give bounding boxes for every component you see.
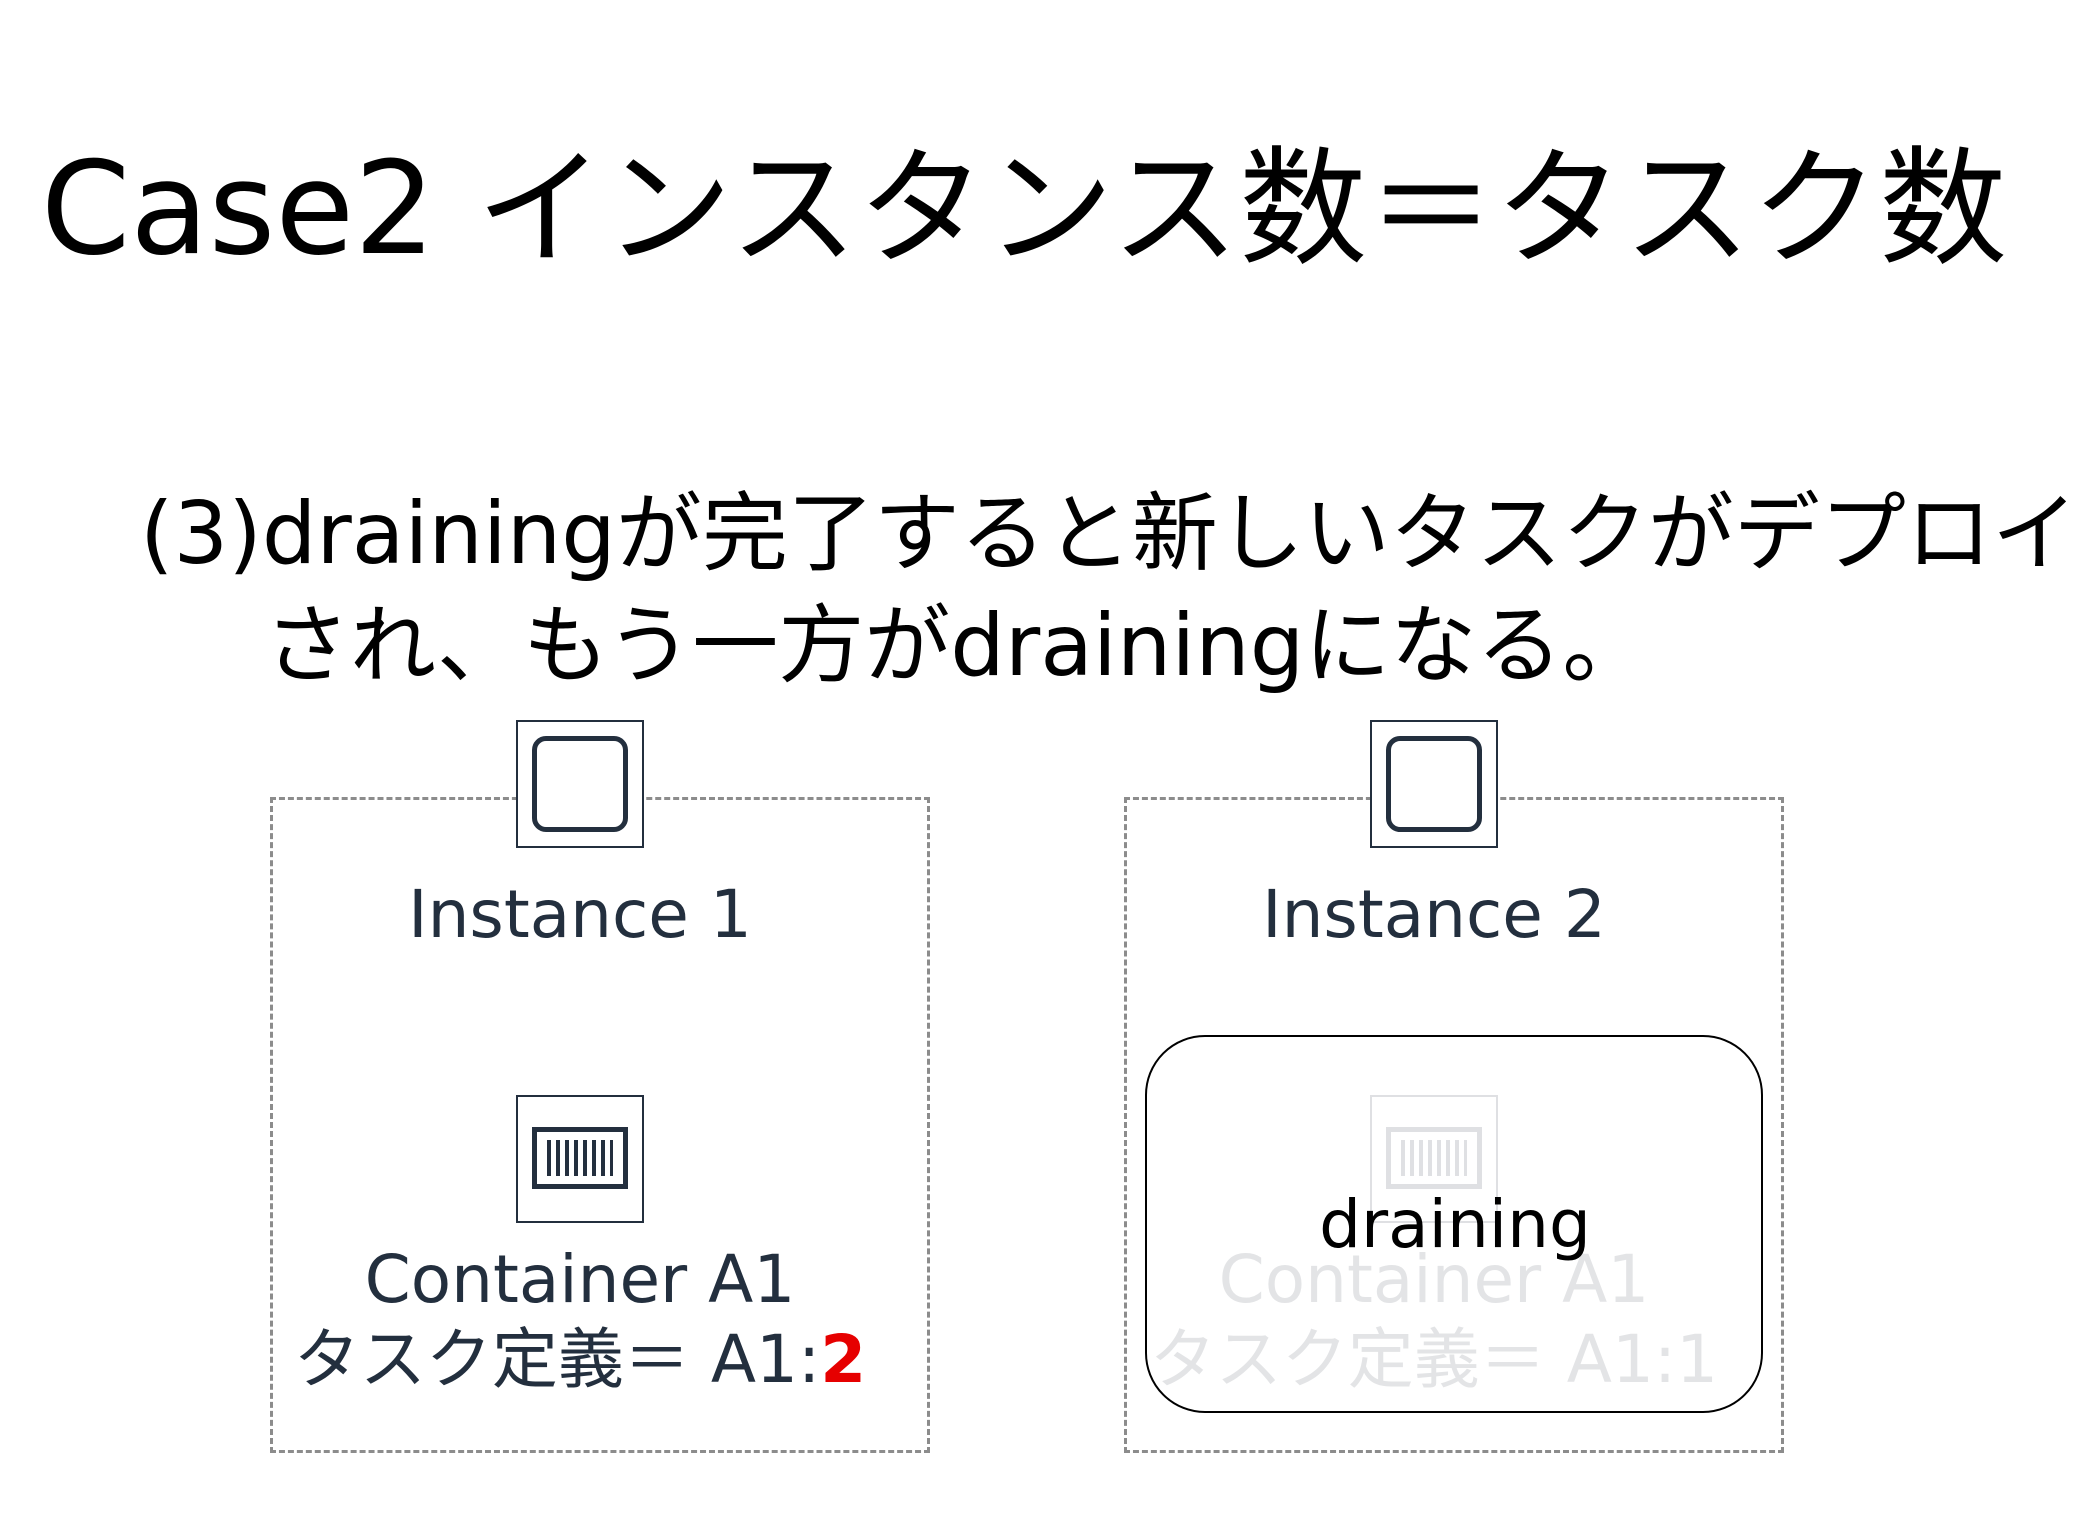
ec2-instance-icon-inner: [1386, 736, 1482, 832]
container-2-task-definition: タスク定義＝ A1:1: [1114, 1320, 1754, 1400]
bullet-line-2: され、もう一方がdrainingになる。: [264, 596, 1649, 696]
draining-overlay: [1145, 1035, 1763, 1413]
container-icon-body: [532, 1127, 628, 1189]
task-definition-revision-new: 2: [820, 1321, 867, 1398]
container-icon: [1370, 1095, 1498, 1223]
slide-title: Case2 インスタンス数＝タスク数: [40, 135, 2008, 284]
ec2-instance-icon-inner: [532, 736, 628, 832]
container-icon-bars: [1401, 1140, 1467, 1176]
container-1-name: Container A1: [364, 1241, 796, 1318]
container-2-name: Container A1: [1218, 1241, 1650, 1318]
container-icon: [516, 1095, 644, 1223]
draining-label: draining: [1319, 1186, 1591, 1263]
ec2-instance-icon: [516, 720, 644, 848]
bullet-text: (3)drainingが完了すると新しいタスクがデプロイ され、もう一方がdra…: [140, 478, 2078, 702]
task-definition-prefix: タスク定義＝ A1:: [1149, 1321, 1677, 1398]
ec2-instance-icon: [1370, 720, 1498, 848]
bullet-line-1: (3)drainingが完了すると新しいタスクがデプロイ: [140, 484, 2078, 584]
container-icon-body: [1386, 1127, 1482, 1189]
container-1-task-definition: タスク定義＝ A1:2: [260, 1320, 900, 1400]
instance-2-label: Instance 2: [1262, 876, 1606, 953]
instance-1-label: Instance 1: [408, 876, 752, 953]
container-icon-bars: [547, 1140, 613, 1176]
task-definition-prefix: タスク定義＝ A1:: [293, 1321, 821, 1398]
